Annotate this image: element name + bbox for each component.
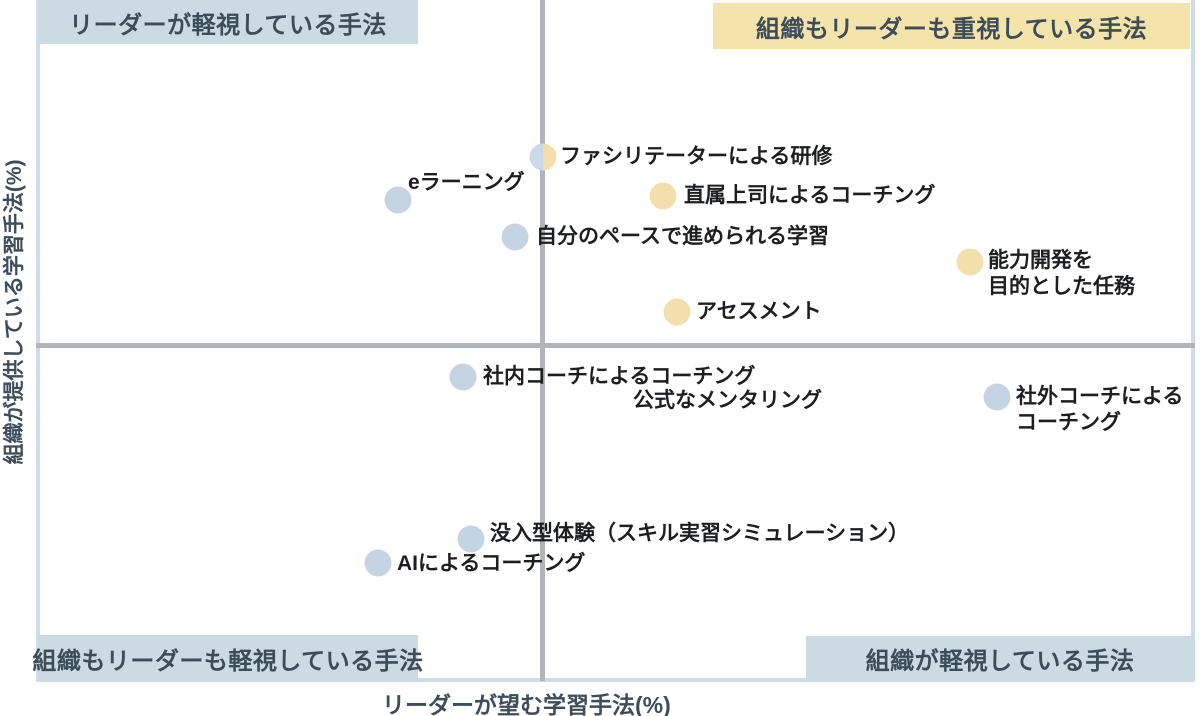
quadrant-label-top-left-text: リーダーが軽視している手法 <box>69 11 387 39</box>
data-point-label-assessment: アセスメント <box>696 300 822 323</box>
quadrant-label-bottom-right: 組織が軽視している手法 <box>806 636 1194 681</box>
horizontal-divider-line <box>36 343 1195 348</box>
data-point-label-formal-mentoring: 公式なメンタリング <box>633 389 822 412</box>
data-point-label-self-paced-learning: 自分のペースで進められる学習 <box>536 225 829 248</box>
quadrant-label-top-right-text: 組織もリーダーも重視している手法 <box>755 15 1148 43</box>
data-point-label-e-learning: eラーニング <box>408 171 525 194</box>
data-point-dot-facilitator-training <box>529 143 557 171</box>
data-point-dot-boss-coaching <box>649 182 677 210</box>
quadrant-label-bottom-right-text: 組織が軽視している手法 <box>865 648 1135 675</box>
data-point-label-ai-coaching: AIによるコーチング <box>397 552 586 575</box>
data-point-dot-self-paced-learning <box>501 223 529 251</box>
data-point-label-boss-coaching: 直属上司によるコーチング <box>684 184 936 207</box>
data-point-dot-immersive-experience <box>457 525 485 553</box>
data-point-label-external-coach-coaching: 社外コーチによるコーチング <box>1016 385 1184 434</box>
plot-left-border <box>36 0 40 681</box>
data-point-label-immersive-experience: 没入型体験（スキル実習シミュレーション） <box>490 522 910 545</box>
data-point-dot-ai-coaching <box>364 549 392 577</box>
x-axis-title: リーダーが望む学習手法(%) <box>382 692 671 716</box>
data-point-label-facilitator-training: ファシリテーターによる研修 <box>560 145 833 168</box>
data-point-dot-development-assignments <box>956 248 984 276</box>
data-point-dot-internal-coach-coaching <box>449 363 477 391</box>
vertical-divider-line <box>540 0 545 681</box>
data-point-dot-assessment <box>663 298 691 326</box>
plot-right-border <box>1191 0 1195 681</box>
data-point-label-development-assignments: 能力開発を目的とした任務 <box>988 249 1135 298</box>
y-axis-title: 組織が提供している学習手法(%) <box>3 159 26 465</box>
data-point-dot-external-coach-coaching <box>983 383 1011 411</box>
plot-bottom-border <box>36 678 1195 682</box>
quadrant-label-bottom-left: 組織もリーダーも軽視している手法 <box>32 635 423 681</box>
data-point-label-internal-coach-coaching: 社内コーチによるコーチング <box>483 365 756 388</box>
quadrant-label-top-right: 組織もリーダーも重視している手法 <box>713 3 1190 49</box>
data-point-dot-e-learning <box>384 186 412 214</box>
quadrant-label-bottom-left-text: 組織もリーダーも軽視している手法 <box>32 647 424 675</box>
quadrant-label-top-left: リーダーが軽視している手法 <box>38 0 418 44</box>
